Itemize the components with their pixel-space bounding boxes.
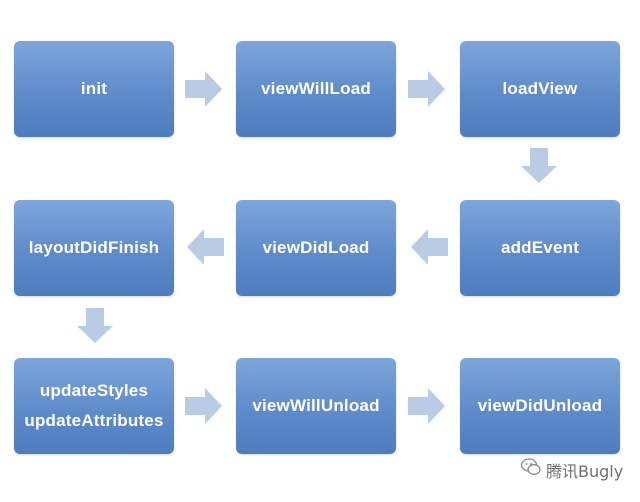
node-label-update-attributes: updateAttributes	[24, 411, 164, 430]
node-label: addEvent	[500, 238, 580, 257]
node-update-styles-attributes: updateStyles updateAttributes	[14, 358, 174, 454]
node-view-will-load: viewWillLoad	[236, 41, 396, 137]
arrow-right-icon	[408, 71, 445, 107]
arrow-left-icon	[411, 229, 448, 265]
arrow-right-icon	[185, 388, 222, 424]
node-view-did-load: viewDidLoad	[236, 200, 396, 296]
arrow-right-icon	[185, 71, 222, 107]
arrow-left-icon	[187, 229, 224, 265]
node-label: viewWillUnload	[252, 396, 380, 415]
arrow-down-icon	[77, 308, 113, 343]
node-label: init	[80, 79, 108, 98]
node-view-will-unload: viewWillUnload	[236, 358, 396, 454]
node-label: viewDidUnload	[477, 396, 603, 415]
node-view-did-unload: viewDidUnload	[460, 358, 620, 454]
node-label-update-styles: updateStyles	[39, 381, 149, 400]
node-add-event: addEvent	[460, 200, 620, 296]
watermark-text: 腾讯Bugly	[546, 462, 624, 481]
node-layout-did-finish: layoutDidFinish	[14, 200, 174, 296]
node-load-view: loadView	[460, 41, 620, 137]
node-init: init	[14, 41, 174, 137]
wechat-icon	[520, 458, 541, 475]
arrow-down-icon	[521, 148, 557, 183]
node-label: viewWillLoad	[261, 79, 371, 98]
node-label: viewDidLoad	[262, 238, 370, 257]
node-label: loadView	[502, 79, 578, 98]
node-label: layoutDidFinish	[28, 238, 160, 257]
arrow-right-icon	[408, 388, 445, 424]
